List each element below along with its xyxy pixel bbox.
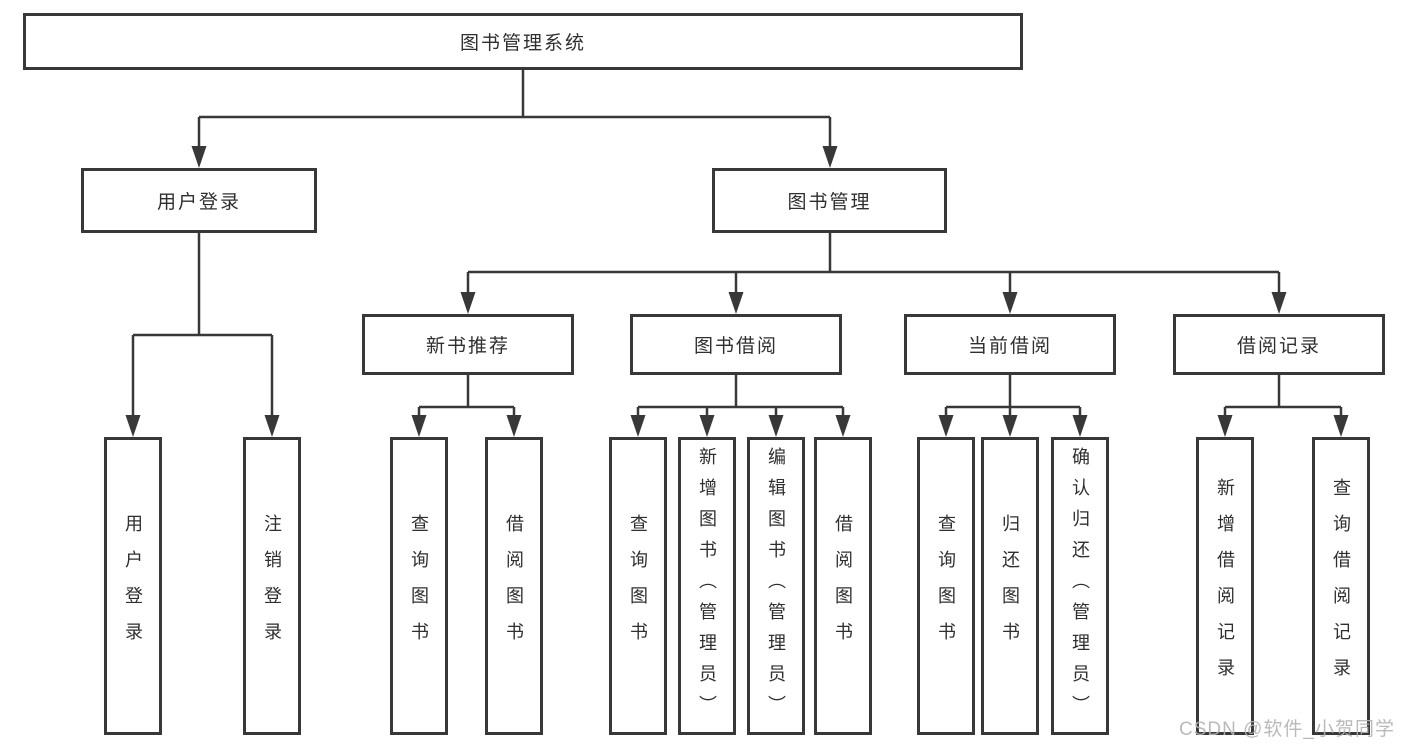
leaf-query-books-3-label: 查询图书	[936, 514, 956, 658]
leaf-user-login-label: 用户登录	[123, 514, 143, 658]
connector-user-login-to-leaves	[131, 233, 274, 416]
node-root-system: 图书管理系统	[23, 13, 1023, 70]
node-user-login-branch-label: 用户登录	[156, 192, 241, 213]
node-new-book-recommend: 新书推荐	[362, 314, 574, 375]
csdn-watermark: CSDN @软件_小贺同学	[1179, 719, 1395, 740]
node-current-borrow-label: 当前借阅	[967, 336, 1052, 357]
node-user-login-branch: 用户登录	[81, 168, 317, 233]
connector-book-borrow-to-leaves	[636, 375, 845, 417]
leaf-query-books-2-label: 查询图书	[628, 514, 648, 658]
connector-new-book-to-leaves	[417, 375, 516, 417]
node-new-book-recommend-label: 新书推荐	[425, 336, 510, 357]
leaf-edit-books-admin: 编辑图书（管理员）	[747, 437, 805, 735]
leaf-query-books-2: 查询图书	[609, 437, 667, 735]
leaf-add-books-admin-label: 新增图书（管理员）	[697, 446, 717, 726]
leaf-query-borrow-record-label: 查询借阅记录	[1331, 478, 1351, 694]
node-book-management-branch: 图书管理	[712, 168, 947, 233]
leaf-borrow-books-2-label: 借阅图书	[833, 514, 853, 658]
connector-borrow-records-to-leaves	[1223, 375, 1343, 417]
leaf-borrow-books-2: 借阅图书	[814, 437, 872, 735]
leaf-add-borrow-record: 新增借阅记录	[1196, 437, 1254, 735]
leaf-add-borrow-record-label: 新增借阅记录	[1215, 478, 1235, 694]
node-current-borrow: 当前借阅	[904, 314, 1116, 375]
connector-root-to-level2	[197, 70, 832, 147]
leaf-logout: 注销登录	[243, 437, 301, 735]
leaf-query-books-1-label: 查询图书	[409, 514, 429, 658]
leaf-confirm-return-admin-label: 确认归还（管理员）	[1070, 446, 1090, 726]
leaf-borrow-books-1: 借阅图书	[485, 437, 543, 735]
node-book-management-branch-label: 图书管理	[787, 192, 872, 213]
leaf-add-books-admin: 新增图书（管理员）	[678, 437, 736, 735]
node-borrow-records-label: 借阅记录	[1236, 336, 1321, 357]
node-borrow-records: 借阅记录	[1173, 314, 1385, 375]
node-root-system-label: 图书管理系统	[459, 33, 586, 54]
node-book-borrow-label: 图书借阅	[693, 336, 778, 357]
leaf-user-login: 用户登录	[104, 437, 162, 735]
leaf-borrow-books-1-label: 借阅图书	[504, 514, 524, 658]
leaf-return-books-label: 归还图书	[1000, 514, 1020, 658]
leaf-logout-label: 注销登录	[262, 514, 282, 658]
leaf-confirm-return-admin: 确认归还（管理员）	[1051, 437, 1109, 735]
leaf-query-borrow-record: 查询借阅记录	[1312, 437, 1370, 735]
leaf-edit-books-admin-label: 编辑图书（管理员）	[766, 446, 786, 726]
leaf-return-books: 归还图书	[981, 437, 1039, 735]
connector-current-borrow-to-leaves	[944, 375, 1082, 417]
node-book-borrow: 图书借阅	[630, 314, 842, 375]
leaf-query-books-1: 查询图书	[390, 437, 448, 735]
arrowheads	[125, 146, 1349, 437]
connector-book-management-to-level3	[466, 233, 1281, 293]
leaf-query-books-3: 查询图书	[917, 437, 975, 735]
